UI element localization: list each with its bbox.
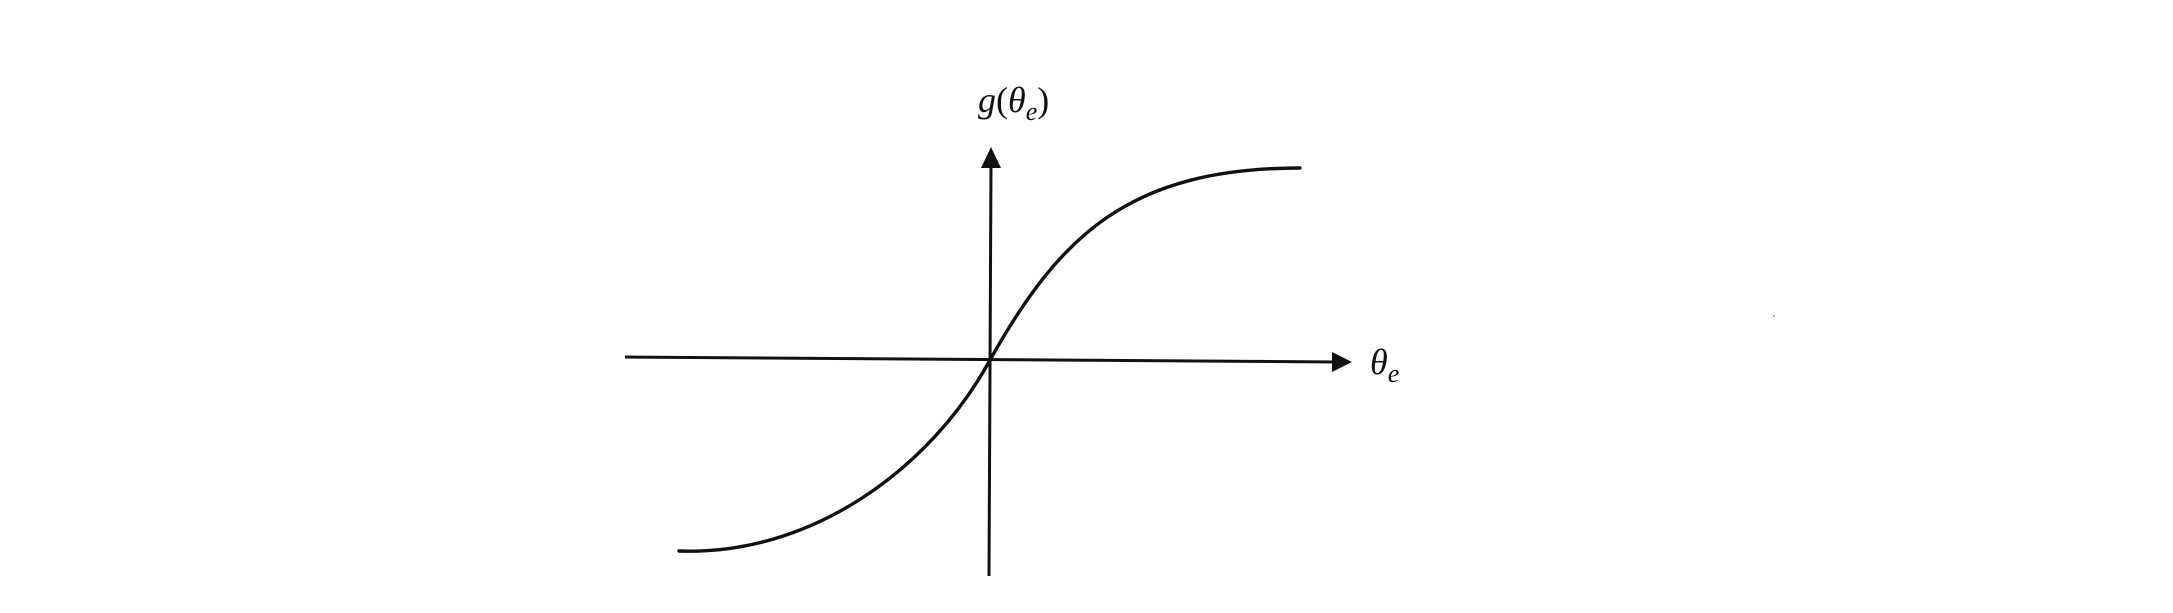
y-axis-label-close: ) [1037,80,1049,120]
x-axis-label-var: θ [1370,342,1388,382]
scan-speck [1773,315,1775,317]
y-axis-label-sub: e [1026,97,1038,126]
x-axis-arrow [1332,352,1352,372]
x-axis-label: θe [1370,342,1399,388]
y-axis [987,162,993,577]
y-axis-arrow [981,147,1001,168]
y-axis-label: g(θe) [978,80,1049,126]
sigmoid-curve [677,166,1302,553]
y-axis-label-open: ( [996,80,1008,120]
y-axis-label-var: θ [1008,80,1026,120]
y-axis-label-func: g [978,80,996,120]
x-axis-label-sub: e [1388,359,1400,388]
x-axis [624,355,1339,364]
